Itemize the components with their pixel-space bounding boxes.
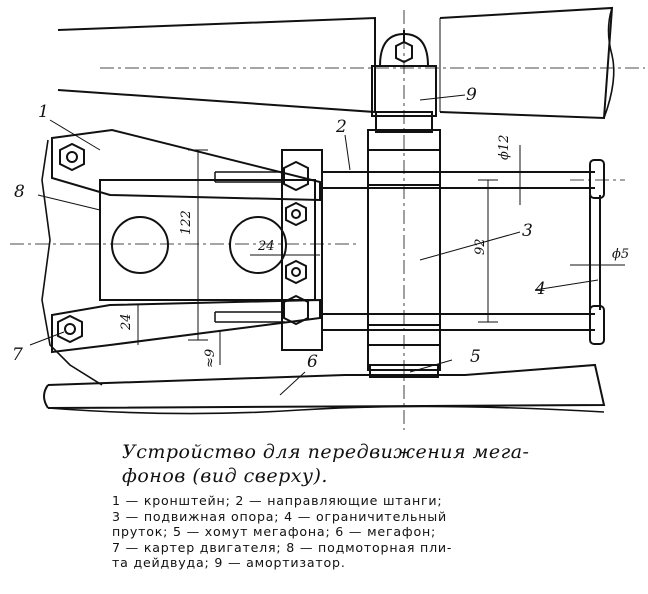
clamp-block xyxy=(281,149,323,351)
upper-megaphone xyxy=(57,16,376,114)
figure-caption: Устройство для передвижения мега- фонов … xyxy=(122,440,642,488)
lower-megaphone xyxy=(47,363,606,409)
label-part-9: 9 xyxy=(466,85,477,105)
megaphone-device-drawing: 1 2 3 4 5 6 7 8 9 ϕ12 ϕ5 122 92 24 24 ≈9 xyxy=(10,6,645,430)
label-part-2: 2 xyxy=(335,117,347,137)
limiter-rod xyxy=(589,195,601,310)
engine-crankcase xyxy=(41,139,103,386)
dim-width-24: 24 xyxy=(257,239,275,254)
motor-plate xyxy=(99,179,316,301)
caption-line-2: фонов (вид сверху). xyxy=(122,465,328,487)
dim-height-92: 92 xyxy=(473,238,488,255)
legend-line: пруток; 5 — хомут мегафона; 6 — мегафон; xyxy=(112,524,437,540)
dim-gap-9: ≈9 xyxy=(203,349,218,368)
legend-line: 7 — картер двигателя; 8 — подмоторная пл… xyxy=(112,539,453,555)
legend-line: та дейдвуда; 9 — амортизатор. xyxy=(112,555,346,571)
guide-rod-bottom xyxy=(322,313,595,331)
label-part-6: 6 xyxy=(307,352,318,372)
dim-diameter-12: ϕ12 xyxy=(497,135,512,160)
label-part-5: 5 xyxy=(470,347,481,367)
legend-line: 3 — подвижная опора; 4 — ограничительный xyxy=(112,508,447,524)
label-part-7: 7 xyxy=(12,345,23,365)
label-part-4: 4 xyxy=(534,279,546,299)
guide-rod-top xyxy=(322,171,595,189)
bracket-top xyxy=(51,128,321,202)
dim-diameter-5: ϕ5 xyxy=(612,247,629,262)
caption-line-1: Устройство для передвижения мега- xyxy=(122,441,530,463)
label-part-8: 8 xyxy=(14,182,25,202)
plate-hole-left xyxy=(111,216,169,274)
legend-line: 1 — кронштейн; 2 — направляющие штанги; xyxy=(112,493,443,508)
upper-megaphone-right xyxy=(439,6,614,120)
parts-legend: 1 — кронштейн; 2 — направляющие штанги; … xyxy=(112,493,648,571)
plate-hole-right xyxy=(229,216,287,274)
bracket-bottom xyxy=(51,298,321,354)
label-part-3: 3 xyxy=(522,221,533,241)
dim-height-24: 24 xyxy=(119,313,134,331)
label-part-1: 1 xyxy=(38,102,49,122)
dim-height-122: 122 xyxy=(179,210,194,235)
